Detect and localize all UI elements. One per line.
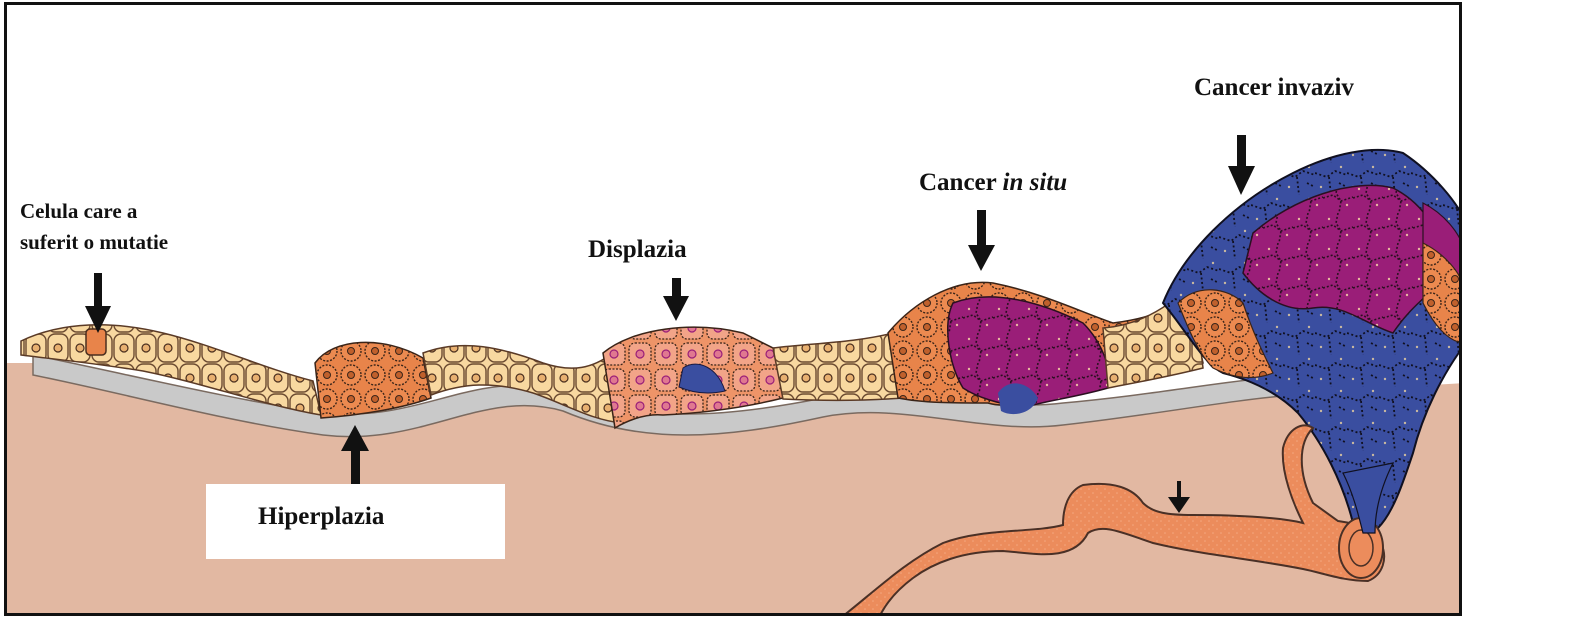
dysplasia-atypical-cells [678, 363, 726, 394]
in-situ-core [947, 296, 1110, 409]
blood-vessel [845, 424, 1386, 613]
hyperplasia-label-box: Hiperplazia [206, 484, 505, 559]
in-situ-label-prefix: Cancer [919, 169, 1003, 196]
arrow-down-icon [1168, 481, 1190, 513]
mutated-cell [85, 328, 107, 356]
diagram-frame: Celula care a suferit o mutatie Displazi… [4, 2, 1462, 616]
mutated-cell-label-line1: Celula care a [20, 199, 138, 223]
arrow-down-icon [85, 273, 111, 333]
mutated-cell-label-line2: suferit o mutatie [20, 230, 169, 254]
arrow-up-icon [341, 425, 369, 485]
mutated-cell-label: Celula care a suferit o mutatie [20, 196, 168, 258]
invasive-tongue [1342, 462, 1395, 534]
invasive-orange-cells [1177, 289, 1274, 379]
invasive-orange-right [1422, 242, 1459, 343]
in-situ-label: Cancer in situ [919, 168, 1067, 198]
in-situ-blue-cells [998, 383, 1038, 415]
in-situ-label-italic: in situ [1002, 169, 1068, 196]
normal-epithelium-right [772, 332, 904, 402]
arrow-down-icon [663, 278, 689, 321]
arrow-down-icon [968, 210, 995, 271]
arrow-down-icon [1228, 135, 1255, 195]
invasive-label: Cancer invaziv [1194, 74, 1354, 101]
dysplasia-label: Displazia [588, 236, 687, 263]
hyperplasia-label: Hiperplazia [258, 503, 385, 530]
